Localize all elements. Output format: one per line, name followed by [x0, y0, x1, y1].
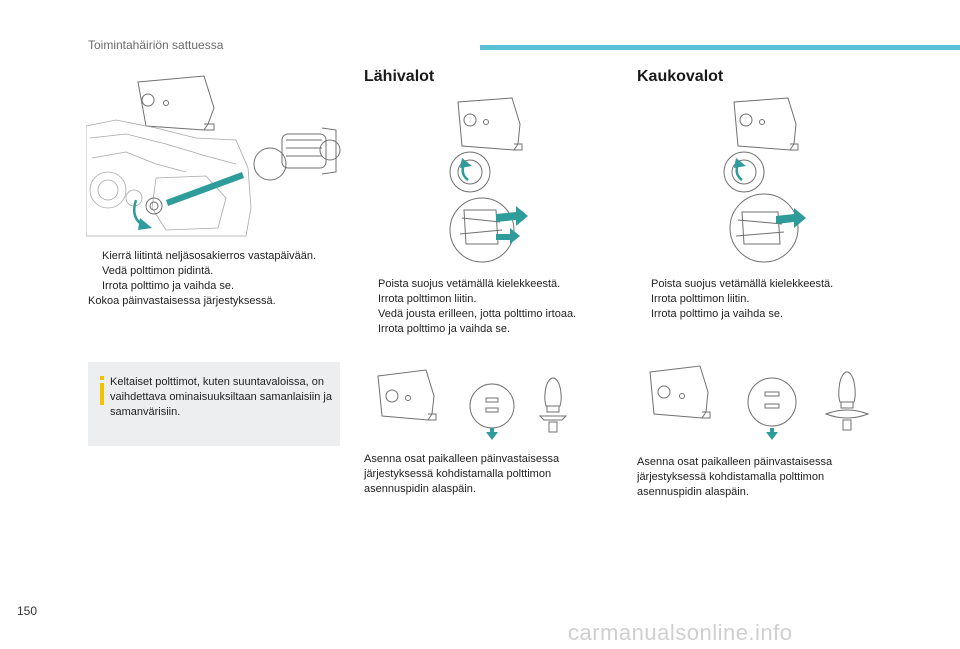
left-note: Kokoa päinvastaisessa järjestyksessä.: [88, 295, 276, 307]
headlamp-assembly-illustration: [86, 75, 341, 237]
low-beam-step-1: Poista suojus vetämällä kielekkeestä.: [378, 278, 561, 290]
watermark: carmanualsonline.info: [568, 620, 793, 645]
high-beam-step-3: Irrota polttimo ja vaihda se.: [651, 308, 784, 320]
left-step-2: Vedä polttimon pidintä.: [102, 265, 214, 277]
low-beam-heading: Lähivalot: [364, 68, 435, 85]
page-number: 150: [17, 604, 38, 618]
low-beam-step-4: Irrota polttimo ja vaihda se.: [378, 323, 511, 335]
info-text: Keltaiset polttimot, kuten suuntavaloiss…: [110, 376, 332, 418]
low-beam-step-2: Irrota polttimon liitin.: [378, 293, 477, 305]
high-beam-reassembly-illustration: [649, 365, 870, 440]
low-beam-reassembly-illustration: [377, 369, 568, 440]
high-beam-illustration: [723, 97, 806, 263]
low-beam-illustration: [449, 97, 528, 263]
left-step-3: Irrota polttimo ja vaihda se.: [102, 280, 235, 292]
high-beam-step-1: Poista suojus vetämällä kielekkeestä.: [651, 278, 834, 290]
high-beam-note: Asenna osat paikalleen päinvastaisessa j…: [637, 456, 833, 498]
left-step-1: Kierrä liitintä neljäsosakierros vastapä…: [102, 250, 316, 262]
low-beam-note: Asenna osat paikalleen päinvastaisessa j…: [364, 453, 560, 495]
header-accent-bar: [480, 45, 960, 50]
low-beam-step-3: Vedä jousta erilleen, jotta polttimo irt…: [378, 308, 577, 320]
header-title: Toimintahäiriön sattuessa: [88, 38, 224, 52]
high-beam-heading: Kaukovalot: [637, 68, 724, 85]
info-box: Keltaiset polttimot, kuten suuntavaloiss…: [88, 362, 340, 446]
high-beam-step-2: Irrota polttimon liitin.: [651, 293, 750, 305]
info-icon: [100, 376, 104, 405]
